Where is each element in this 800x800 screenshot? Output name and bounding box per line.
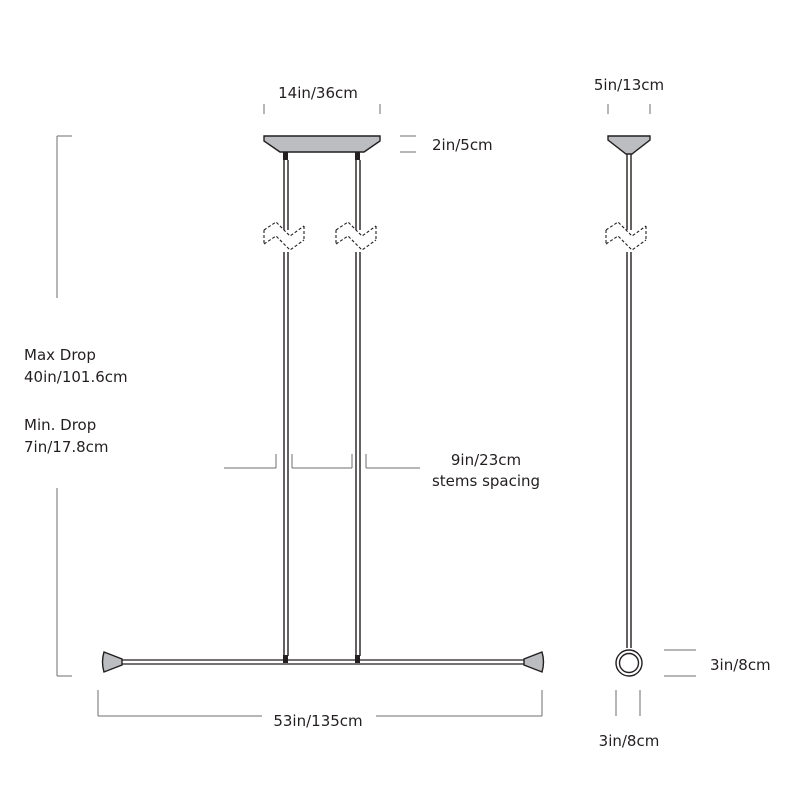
stem-right-top-connector	[355, 152, 360, 160]
max-drop-title: Max Drop	[24, 346, 96, 364]
right-end-cone	[523, 651, 545, 673]
stem-left-break-mark	[263, 221, 305, 251]
side-stem-break-mark	[605, 221, 647, 251]
stem-left-bottom-connector	[283, 655, 288, 663]
side-view	[605, 135, 651, 677]
stems-spacing-value: 9in/23cm	[451, 451, 521, 469]
ring-width-label: 3in/8cm	[599, 732, 660, 750]
dimension-labels: 14in/36cm 2in/5cm 5in/13cm Max Drop 40in…	[24, 76, 771, 750]
side-canopy-width-label: 5in/13cm	[594, 76, 664, 94]
side-canopy	[607, 135, 651, 155]
max-drop-value: 40in/101.6cm	[24, 368, 128, 386]
side-ring-inner	[618, 652, 640, 674]
side-ring-outer	[615, 649, 643, 677]
canopy-width-label: 14in/36cm	[278, 84, 358, 102]
dimension-lines	[56, 104, 696, 717]
canopy-height-label: 2in/5cm	[432, 136, 493, 154]
front-canopy	[263, 135, 381, 153]
stem-right-bottom-connector	[355, 655, 360, 663]
ring-height-label: 3in/8cm	[710, 656, 771, 674]
min-drop-value: 7in/17.8cm	[24, 438, 109, 456]
stem-left-top-connector	[283, 152, 288, 160]
front-view	[101, 135, 545, 673]
stem-right-break-mark	[335, 221, 377, 251]
left-end-cone	[101, 651, 123, 673]
min-drop-title: Min. Drop	[24, 416, 96, 434]
overall-width-label: 53in/135cm	[273, 712, 362, 730]
stems-spacing-caption: stems spacing	[432, 472, 540, 490]
